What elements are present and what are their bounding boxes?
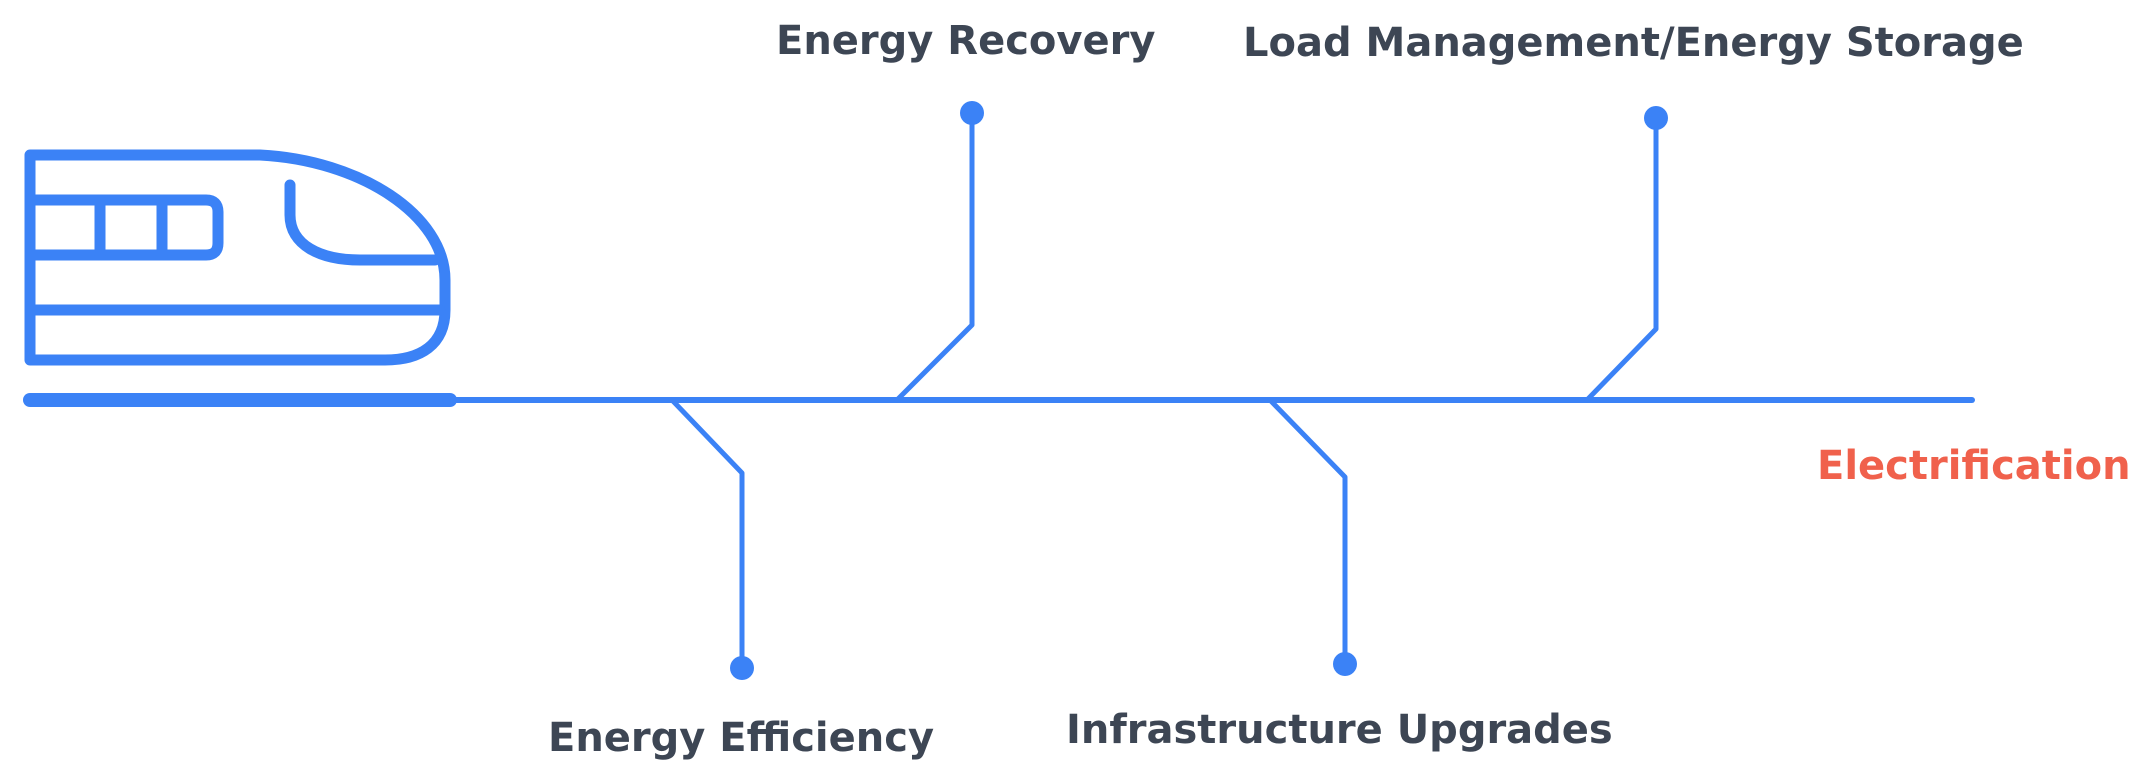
label-load-management: Load Management/Energy Storage xyxy=(1243,20,2024,66)
label-infrastructure-upgrades: Infrastructure Upgrades xyxy=(1066,707,1613,753)
label-energy-recovery: Energy Recovery xyxy=(776,18,1156,64)
label-energy-efficiency: Energy Efficiency xyxy=(548,715,935,761)
node-dot-load-management xyxy=(1644,106,1668,130)
train-icon xyxy=(24,149,451,366)
node-dot-energy-efficiency xyxy=(730,656,754,680)
label-electrification: Electrification xyxy=(1817,443,2131,489)
branch-infrastructure-upgrades xyxy=(1267,397,1348,667)
branch-load-management xyxy=(1584,115,1659,403)
node-dot-energy-recovery xyxy=(960,101,984,125)
node-dot-infrastructure-upgrades xyxy=(1333,652,1357,676)
branch-energy-recovery xyxy=(894,112,975,403)
branch-energy-efficiency xyxy=(669,397,745,671)
